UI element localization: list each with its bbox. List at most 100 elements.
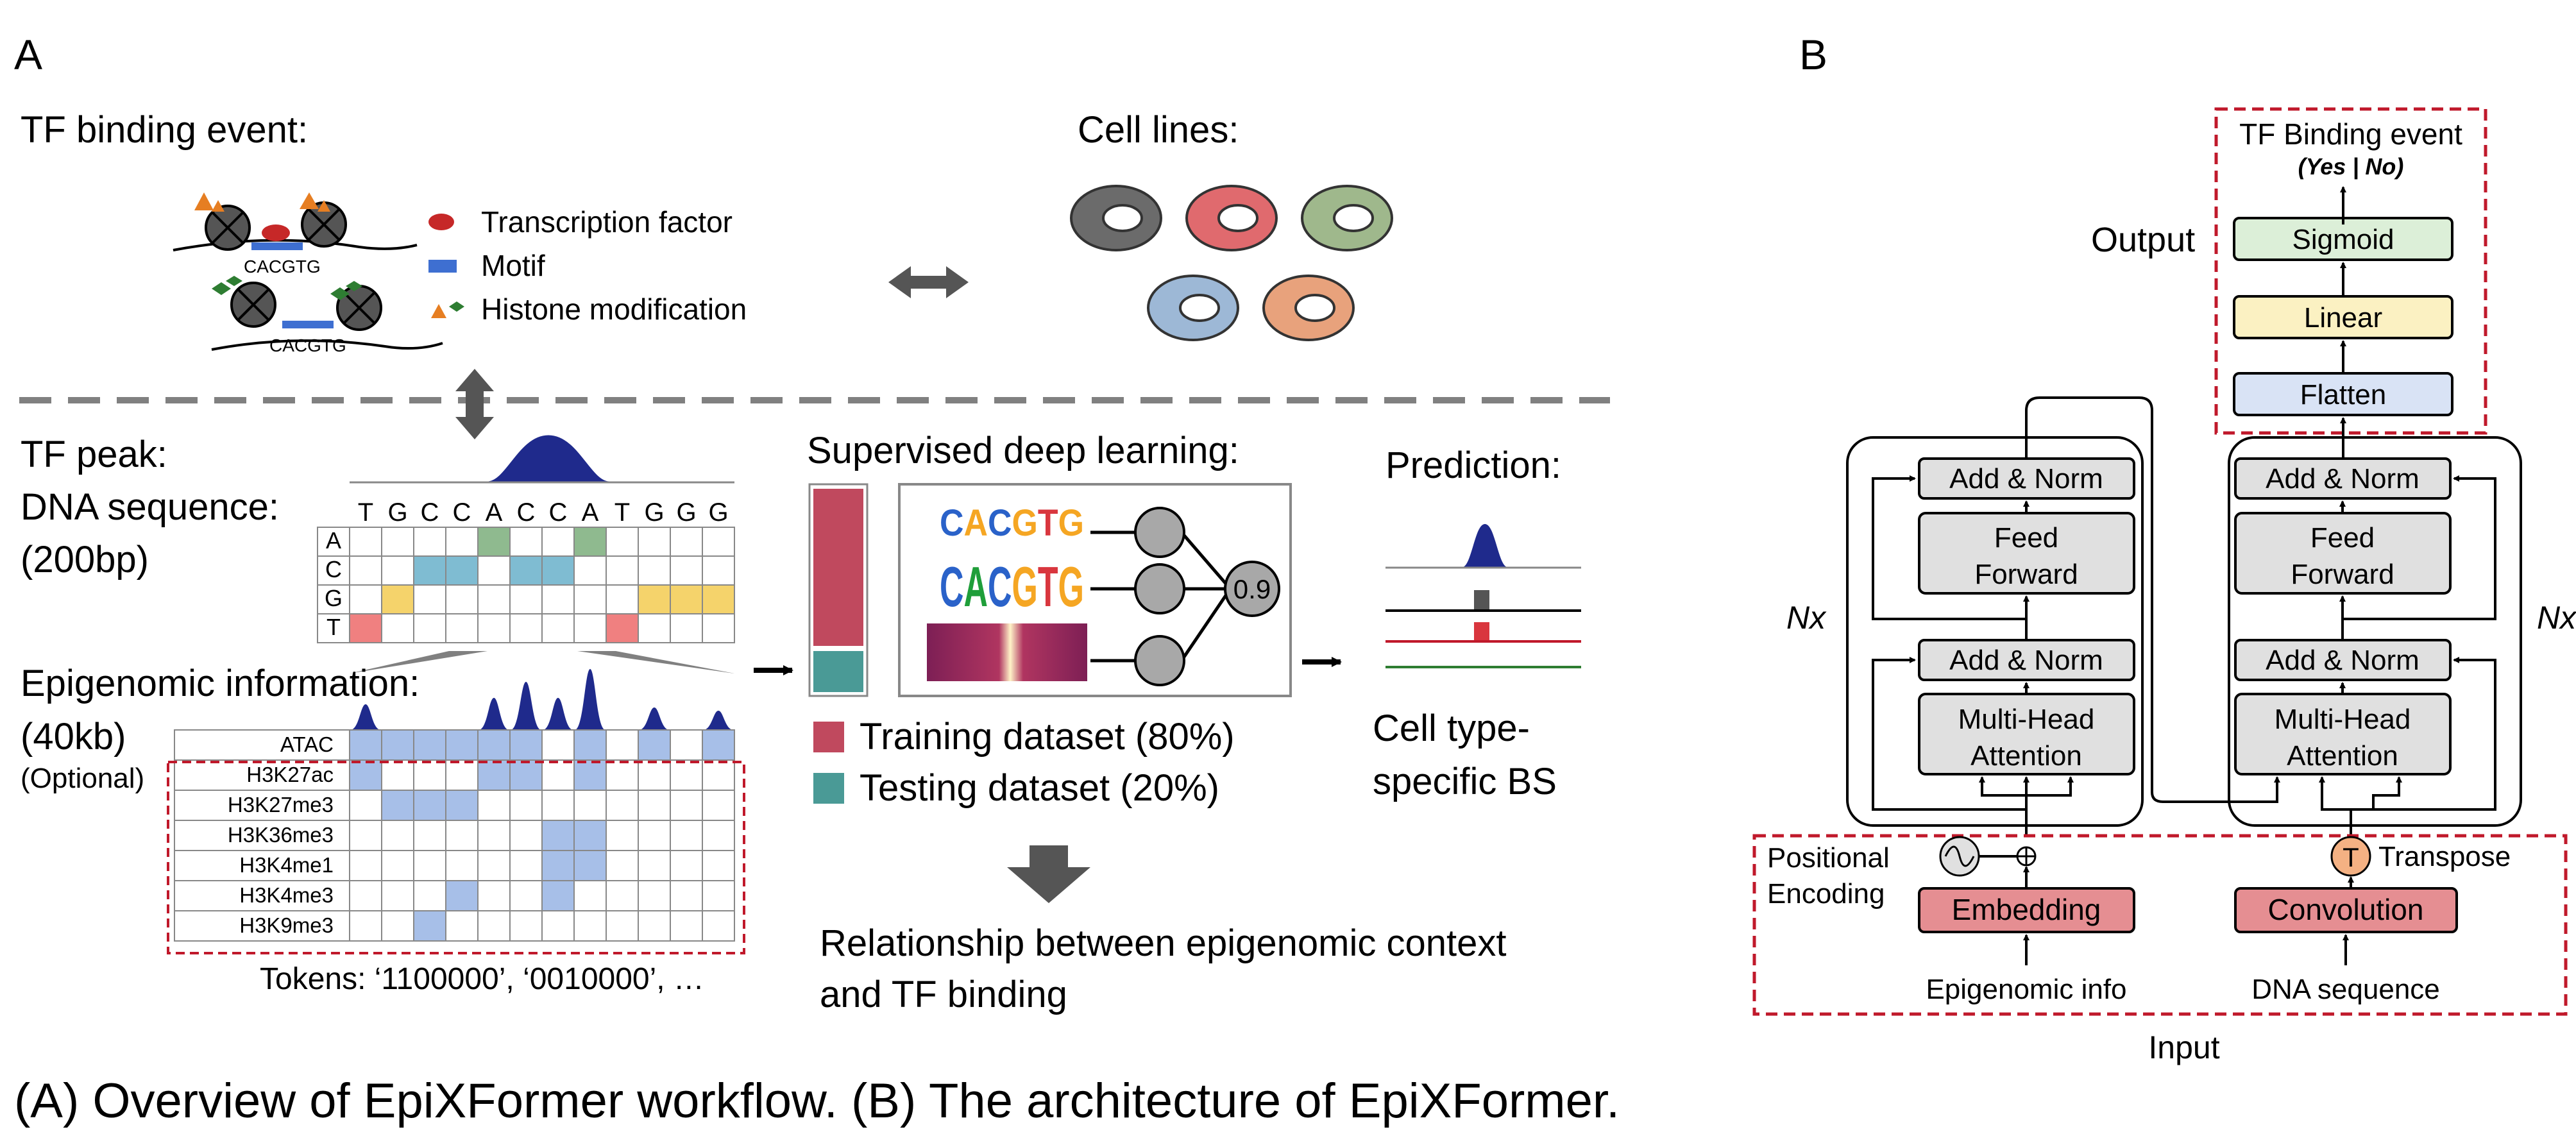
- one-hot-cell: [702, 584, 735, 614]
- sequence-base: G: [644, 498, 664, 527]
- one-hot-cell: [477, 527, 511, 557]
- training-legend-label: Training dataset (80%): [860, 716, 1235, 758]
- one-hot-cell: [413, 555, 446, 586]
- mark-cell: [509, 820, 543, 851]
- mark-cell: [541, 850, 575, 881]
- flatten-label: Flatten: [2300, 379, 2387, 411]
- output-subtitle: (Yes | No): [2298, 153, 2404, 180]
- feed-forward-right-1: Feed: [2310, 522, 2375, 554]
- output-title: TF Binding event: [2239, 117, 2462, 151]
- mark-cell: [702, 850, 735, 881]
- mark-cell: [349, 820, 382, 851]
- one-hot-cell: [413, 584, 446, 614]
- transpose-label: Transpose: [2378, 841, 2511, 872]
- motif-sequence-1: CACGTG: [244, 257, 321, 276]
- one-hot-cell: [541, 613, 575, 643]
- mark-cell: [413, 729, 446, 761]
- neural-net: [1090, 507, 1280, 686]
- mark-cell: [702, 790, 735, 821]
- mark-cell: [606, 729, 639, 761]
- add-norm-top-right: [2234, 457, 2452, 500]
- mark-cell: [670, 850, 703, 881]
- atac-peak: [543, 698, 573, 730]
- feed-forward-left-1: Feed: [1994, 522, 2058, 554]
- mark-cell: [509, 880, 543, 911]
- base-row-header: [317, 584, 350, 614]
- mark-cell: [541, 910, 575, 942]
- mark-cell: [477, 850, 511, 881]
- transpose-symbol: T: [2343, 842, 2359, 872]
- sequence-base: A: [486, 498, 503, 527]
- encoder-left: [1846, 436, 2144, 827]
- tf-event-legend: Transcription factor Motif Histone modif…: [428, 205, 747, 326]
- mark-cell: [702, 820, 735, 851]
- sequence-base: G: [387, 498, 407, 527]
- mark-cell: [381, 910, 414, 942]
- down-arrow: [1007, 845, 1090, 903]
- mark-row-header: [174, 790, 350, 821]
- positional-label-2: Encoding: [1767, 878, 1885, 910]
- mark-cell: [573, 820, 607, 851]
- tf-peak-curve: [350, 435, 734, 484]
- mark-cell: [477, 910, 511, 942]
- chromatin-illustration: CACGTG CACGTG: [173, 192, 443, 355]
- mark-cell: [573, 850, 607, 881]
- mark-cell: [638, 880, 671, 911]
- mha-right-2: Attention: [2287, 740, 2398, 772]
- one-hot-cell: [606, 527, 639, 557]
- base-row-header: [317, 527, 350, 557]
- one-hot-cell: [702, 555, 735, 586]
- one-hot-cell: [445, 527, 479, 557]
- motif-logo-small: CACGTG: [940, 502, 1084, 544]
- training-split: [813, 489, 863, 646]
- one-hot-cell: [702, 613, 735, 643]
- atac-peak: [479, 698, 509, 730]
- epigenomic-grid: ATACH3K27acH3K27me3H3K36me3H3K4me1H3K4me…: [174, 669, 735, 942]
- cell-nucleus-5: [1294, 294, 1335, 322]
- mark-cell: [638, 850, 671, 881]
- optional-label: (Optional): [21, 763, 144, 794]
- mark-cell: [349, 729, 382, 761]
- mark-cell: [477, 820, 511, 851]
- one-hot-cell: [381, 555, 414, 586]
- atac-peak: [511, 682, 541, 730]
- one-hot-cell: [349, 527, 382, 557]
- one-hot-cell: [606, 584, 639, 614]
- mark-cell: [638, 820, 671, 851]
- one-hot-cell: [413, 527, 446, 557]
- output-label: Output: [2091, 221, 2195, 259]
- mark-cell: [413, 790, 446, 821]
- mark-cell: [381, 759, 414, 791]
- input-box: [1752, 834, 2568, 1016]
- one-hot-cell: [445, 555, 479, 586]
- panel-b-letter: B: [1799, 31, 1827, 78]
- sequence-base: T: [614, 498, 630, 527]
- one-hot-cell: [670, 613, 703, 643]
- add-norm-top-right-label: Add & Norm: [2266, 463, 2419, 495]
- panel-b: B TF Binding event (Yes | No) Output Sig…: [1752, 31, 2576, 1065]
- mark-cell: [670, 880, 703, 911]
- motif-legend-label: Motif: [481, 249, 545, 282]
- panel-a: A TF binding event: CACGTG CACGTG: [14, 31, 1610, 1015]
- cell-nucleus-3: [1333, 204, 1374, 232]
- sdl-title: Supervised deep learning:: [807, 430, 1239, 471]
- mark-label: H3K36me3: [228, 823, 334, 847]
- mark-cell: [606, 759, 639, 791]
- one-hot-cell: [670, 527, 703, 557]
- mark-label: H3K27me3: [228, 793, 334, 817]
- mark-cell: [445, 910, 479, 942]
- tokens-text: Tokens: ‘1100000’, ‘0010000’, …: [260, 962, 704, 996]
- mark-cell: [477, 759, 511, 791]
- feed-forward-left-2: Forward: [1974, 559, 2078, 590]
- mark-cell: [445, 820, 479, 851]
- one-hot-cell: [573, 555, 607, 586]
- mark-cell: [670, 910, 703, 942]
- tf-event-title: TF binding event:: [21, 109, 308, 151]
- double-arrow-horizontal: [888, 266, 969, 298]
- mha-left-1: Multi-Head: [1958, 704, 2095, 735]
- one-hot-cell: [509, 613, 543, 643]
- prediction-title: Prediction:: [1385, 444, 1561, 486]
- one-hot-cell: [349, 584, 382, 614]
- mark-cell: [541, 790, 575, 821]
- atac-peak: [575, 669, 606, 730]
